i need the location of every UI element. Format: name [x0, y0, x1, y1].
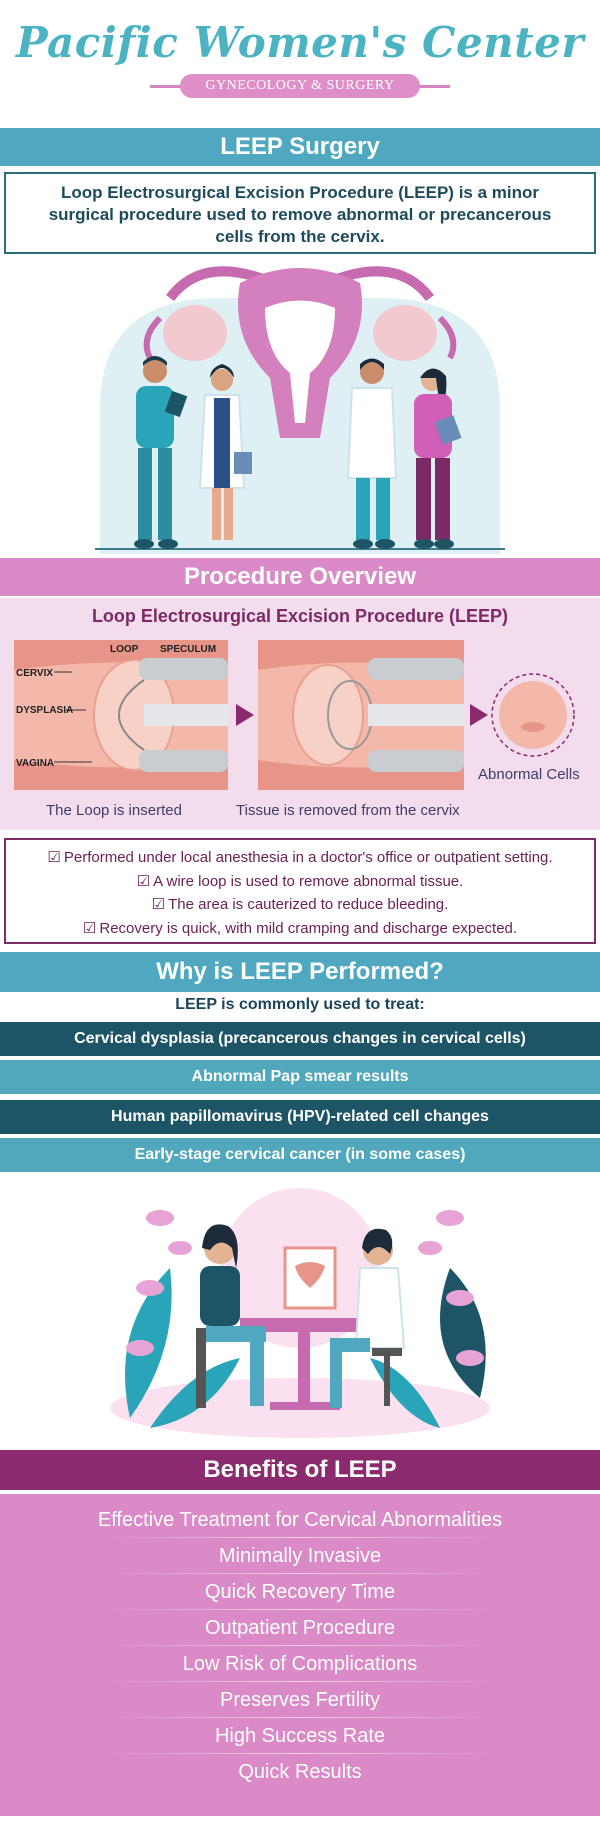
- tagline-badge: GYNECOLOGY & SURGERY: [180, 74, 420, 98]
- loop-inserted-diagram: CERVIX DYSPLASIA VAGINA LOOP SPECULUM: [14, 640, 228, 790]
- doctor-figure: [330, 1228, 406, 1408]
- doctor-scrubs-figure: [134, 356, 188, 549]
- benefit-item: Low Risk of Complications: [0, 1646, 600, 1682]
- uterus-doctors-illustration: [95, 266, 505, 554]
- procedure-checklist: ☑Performed under local anesthesia in a d…: [4, 838, 596, 944]
- benefit-item: Quick Recovery Time: [0, 1574, 600, 1610]
- why-subtitle: LEEP is commonly used to treat:: [175, 996, 425, 1013]
- label-speculum: SPECULUM: [160, 644, 216, 655]
- patient-figure: [196, 1224, 266, 1408]
- checkbox-icon: ☑: [151, 896, 166, 913]
- label-loop: LOOP: [110, 644, 139, 655]
- label-vagina: VAGINA: [16, 758, 54, 769]
- checkbox-icon: ☑: [82, 919, 97, 937]
- benefit-item: High Success Rate: [0, 1718, 600, 1754]
- nurse-purple-figure: [414, 368, 462, 549]
- caption-abnormal-cells: Abnormal Cells: [478, 766, 580, 783]
- benefit-item: Effective Treatment for Cervical Abnorma…: [0, 1502, 600, 1538]
- checklist-item: ☑The area is cauterized to reduce bleedi…: [151, 896, 449, 913]
- treat-item: Human papillomavirus (HPV)-related cell …: [0, 1100, 600, 1134]
- arrow-right-icon: [236, 704, 254, 726]
- label-dysplasia: DYSPLASIA: [16, 705, 73, 716]
- caption-step2: Tissue is removed from the cervix: [236, 802, 460, 819]
- checklist-item: ☑A wire loop is used to remove abnormal …: [136, 872, 464, 890]
- checkbox-icon: ☑: [47, 849, 61, 866]
- uterus-icon: [143, 266, 457, 438]
- label-cervix: CERVIX: [16, 668, 53, 679]
- header: Pacific Women's Center GYNECOLOGY & SURG…: [0, 0, 600, 110]
- arrow-right-icon-2: [470, 704, 488, 726]
- title-banner: LEEP Surgery: [0, 128, 600, 166]
- benefits-banner: Benefits of LEEP: [0, 1450, 600, 1490]
- caption-step1: The Loop is inserted: [46, 802, 182, 819]
- tissue-removed-diagram: [258, 640, 464, 790]
- uterus-chart-icon: [283, 1246, 337, 1310]
- doctor-whitecoat-female-figure: [198, 364, 252, 540]
- benefit-item: Quick Results: [238, 1761, 362, 1783]
- intro-text: Loop Electrosurgical Excision Procedure …: [48, 183, 552, 246]
- treat-item: Abnormal Pap smear results: [0, 1060, 600, 1094]
- treat-item: Early-stage cervical cancer (in some cas…: [0, 1138, 600, 1172]
- procedure-title: Loop Electrosurgical Excision Procedure …: [91, 606, 509, 626]
- abnormal-cells-icon: [491, 673, 575, 757]
- benefit-item: Preserves Fertility: [0, 1682, 600, 1718]
- doctor-whitecoat-male-figure: [346, 358, 398, 549]
- brand-logo-text: Pacific Women's Center: [16, 18, 584, 67]
- intro-box: Loop Electrosurgical Excision Procedure …: [4, 172, 596, 254]
- checklist-item: ☑Recovery is quick, with mild cramping a…: [82, 919, 518, 937]
- why-banner: Why is LEEP Performed?: [0, 952, 600, 992]
- benefits-panel: Effective Treatment for Cervical Abnorma…: [0, 1494, 600, 1816]
- treat-item: Cervical dysplasia (precancerous changes…: [0, 1022, 600, 1056]
- procedure-panel: Loop Electrosurgical Excision Procedure …: [0, 598, 600, 830]
- overview-banner: Procedure Overview: [0, 558, 600, 596]
- benefit-item: Minimally Invasive: [0, 1538, 600, 1574]
- consultation-illustration: [110, 1188, 490, 1438]
- benefit-item: Outpatient Procedure: [0, 1610, 600, 1646]
- checklist-item: ☑Performed under local anesthesia in a d…: [47, 849, 553, 866]
- checkbox-icon: ☑: [136, 872, 151, 890]
